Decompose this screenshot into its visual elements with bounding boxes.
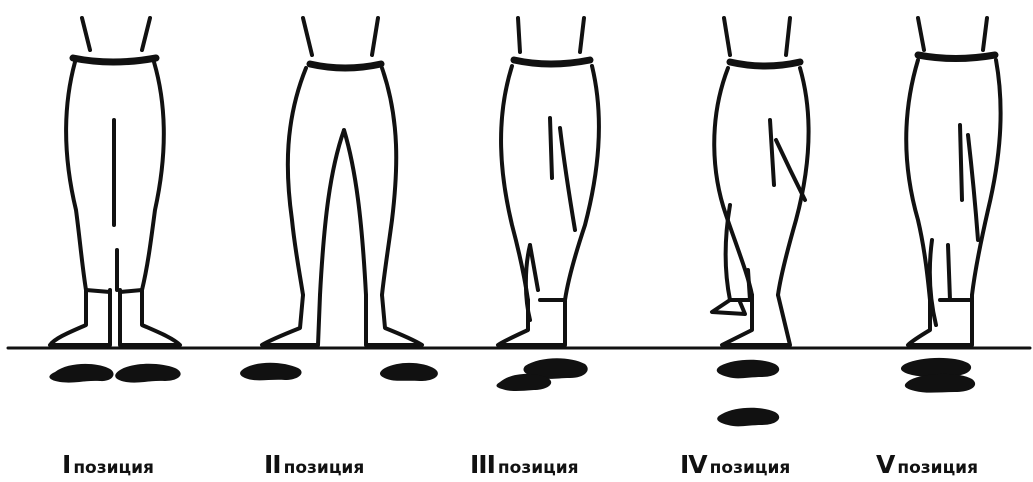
caption-word: позиция xyxy=(710,458,791,478)
caption-numeral: V xyxy=(876,450,894,479)
caption-numeral: III xyxy=(470,450,495,479)
caption-word: позиция xyxy=(897,458,978,478)
footprint-2-left xyxy=(240,363,301,381)
figure-position-4 xyxy=(712,18,809,345)
footprint-4-front xyxy=(717,408,779,427)
caption-numeral: II xyxy=(264,450,281,479)
caption-word: позиция xyxy=(73,458,154,478)
caption-word: позиция xyxy=(284,458,365,478)
footprint-1-left xyxy=(49,364,113,383)
footprint-1-right xyxy=(115,364,180,383)
figure-position-2 xyxy=(262,18,422,345)
footprint-3-back xyxy=(496,374,551,391)
caption-numeral: I xyxy=(62,450,70,479)
figure-position-1 xyxy=(50,18,180,345)
footprint-5-front xyxy=(905,374,975,393)
figure-position-3 xyxy=(498,18,599,345)
footprint-5-back xyxy=(901,358,971,377)
footprint-4-back xyxy=(717,360,779,379)
figure-position-5 xyxy=(906,18,1000,345)
footprint-2-right xyxy=(380,363,438,381)
caption-numeral: IV xyxy=(680,450,707,479)
caption-word: позиция xyxy=(498,458,579,478)
